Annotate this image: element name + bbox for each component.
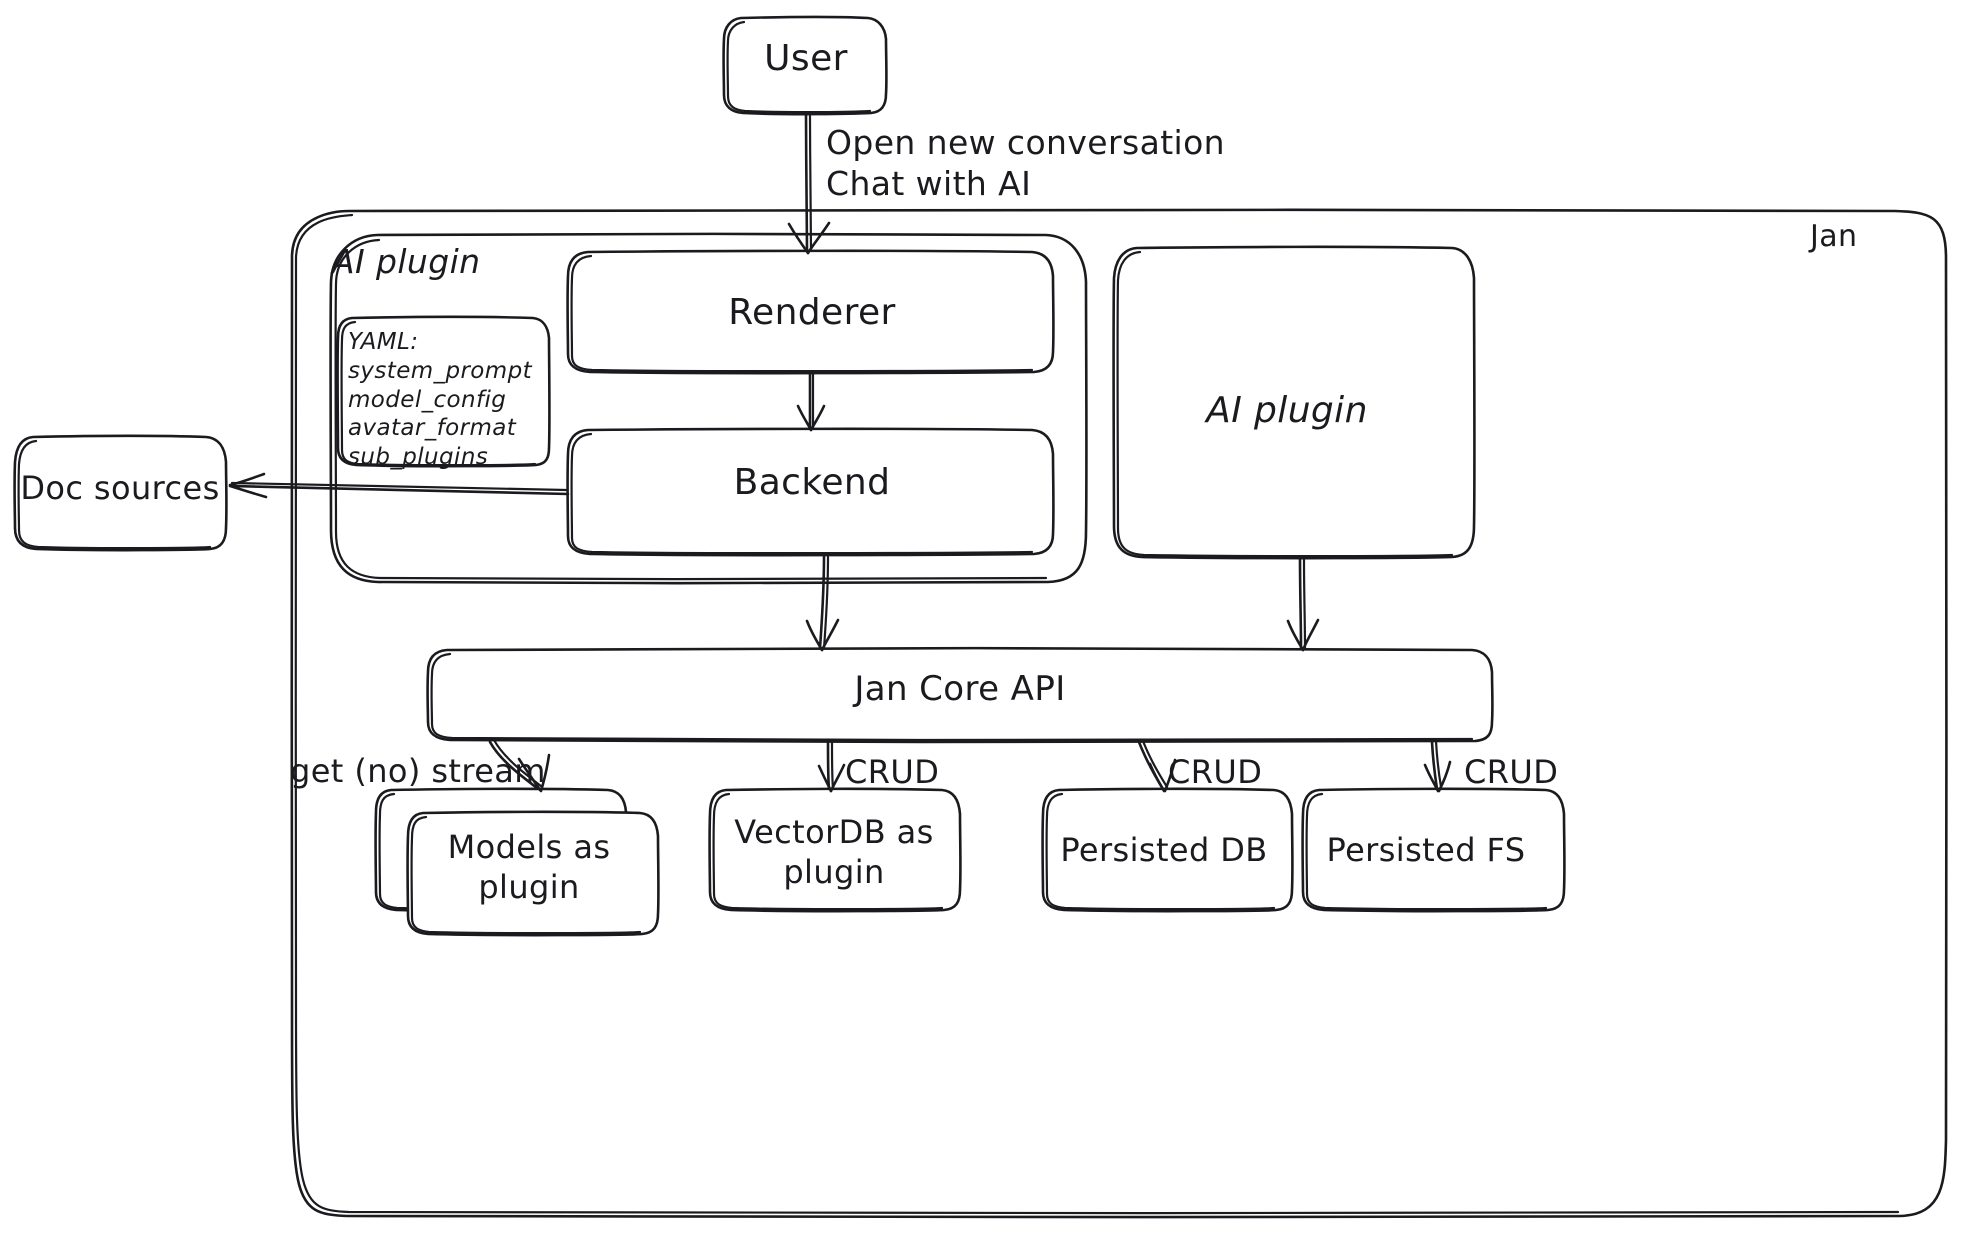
node-persisted-db[interactable]	[1043, 789, 1293, 911]
node-jan-core-api-box	[426, 646, 1494, 744]
node-persisted-fs[interactable]	[1303, 789, 1565, 911]
node-yaml-box	[336, 315, 551, 468]
node-ai-plugin-right[interactable]	[1114, 247, 1475, 558]
node-doc-sources-box	[13, 434, 228, 552]
node-user[interactable]	[724, 17, 887, 114]
edge-core-to-persisted-fs	[1423, 739, 1452, 793]
node-models-as-plugin-box	[406, 810, 660, 937]
node-persisted-db-box	[1041, 787, 1294, 913]
node-vectordb-as-plugin-box	[708, 787, 962, 913]
node-models-as-plugin[interactable]	[408, 812, 659, 935]
edge-user-to-renderer	[787, 112, 831, 255]
node-backend[interactable]	[568, 429, 1054, 555]
node-renderer[interactable]	[568, 251, 1054, 373]
node-doc-sources[interactable]	[15, 436, 227, 550]
node-persisted-fs-box	[1301, 787, 1566, 913]
node-jan-core-api[interactable]	[428, 649, 1493, 741]
node-vectordb-as-plugin[interactable]	[710, 789, 961, 911]
node-backend-box	[566, 427, 1055, 557]
edge-backend-to-doc-sources	[228, 472, 570, 499]
edge-core-to-persisted-db	[1137, 739, 1177, 793]
node-yaml[interactable]	[338, 317, 550, 466]
node-renderer-box	[566, 249, 1055, 375]
edge-core-to-models	[488, 738, 551, 793]
edge-ai-plugin-to-core	[1286, 556, 1320, 652]
edge-renderer-to-backend	[796, 371, 826, 432]
node-user-box	[722, 15, 888, 116]
node-ai-plugin-right-box	[1112, 245, 1476, 560]
edge-backend-to-core	[805, 554, 840, 652]
edge-core-to-vectordb	[817, 740, 846, 793]
